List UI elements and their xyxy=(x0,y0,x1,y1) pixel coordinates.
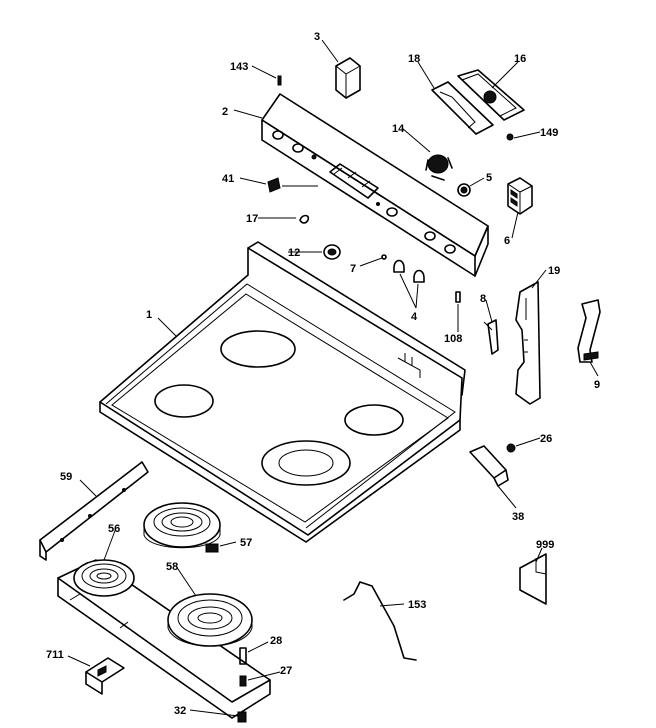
clip-41 xyxy=(267,177,281,193)
coil-burner-56 xyxy=(73,559,135,597)
callout-1: 1 xyxy=(146,309,152,321)
screw-108 xyxy=(455,291,461,303)
callout-12: 12 xyxy=(288,247,300,259)
callout-3: 3 xyxy=(314,31,320,43)
callout-143: 143 xyxy=(230,61,248,73)
screw-28 xyxy=(239,647,247,665)
callout-18: 18 xyxy=(408,53,420,65)
callout-41: 41 xyxy=(222,173,234,185)
lens-plate-18 xyxy=(431,81,494,135)
callout-7: 7 xyxy=(350,263,356,275)
nut-26 xyxy=(506,443,516,453)
callout-57: 57 xyxy=(240,537,252,549)
screw-bottom xyxy=(237,711,247,723)
control-panel xyxy=(261,93,489,277)
callout-8: 8 xyxy=(480,293,486,305)
callout-32: 32 xyxy=(174,705,186,717)
coil-burner-57 xyxy=(143,502,221,553)
side-bracket-19 xyxy=(515,281,541,405)
screw-27 xyxy=(239,675,247,687)
clip-17 xyxy=(299,214,310,224)
callout-38: 38 xyxy=(512,511,524,523)
callout-711: 711 xyxy=(46,649,64,661)
leader-lines xyxy=(67,39,599,717)
screw-149 xyxy=(506,133,514,141)
callout-4: 4 xyxy=(411,311,418,323)
callout-labels: 143 2 3 18 16 149 14 5 6 41 17 12 7 4 10… xyxy=(46,31,600,717)
callout-5: 5 xyxy=(486,172,492,184)
callout-14: 14 xyxy=(392,123,405,135)
knob-insert-5 xyxy=(457,183,471,197)
wire-rod-153 xyxy=(343,581,417,661)
callout-16: 16 xyxy=(514,53,526,65)
screw-143 xyxy=(277,75,282,86)
callout-27: 27 xyxy=(280,665,292,677)
callout-17: 17 xyxy=(246,213,258,225)
callout-58: 58 xyxy=(166,561,178,573)
screw-7 xyxy=(381,254,387,260)
callout-149: 149 xyxy=(540,127,558,139)
bracket-8 xyxy=(483,319,499,355)
callout-28: 28 xyxy=(270,635,282,647)
callout-59: 59 xyxy=(60,471,72,483)
terminal-block-6 xyxy=(507,177,533,215)
part-switch-3 xyxy=(335,57,361,99)
callout-19: 19 xyxy=(548,265,560,277)
coil-burner-58 xyxy=(167,593,253,647)
callout-26: 26 xyxy=(540,433,552,445)
bracket-38 xyxy=(469,445,509,487)
hinge-9 xyxy=(577,299,601,363)
callout-153: 153 xyxy=(408,599,426,611)
callout-2: 2 xyxy=(222,106,228,118)
callout-999: 999 xyxy=(536,539,554,551)
callout-108: 108 xyxy=(444,333,462,345)
strip-59 xyxy=(39,461,149,561)
callout-9: 9 xyxy=(594,379,600,391)
bracket-711 xyxy=(85,657,125,695)
literature-999 xyxy=(519,553,547,605)
cooktop-main-top xyxy=(99,241,466,543)
callout-6: 6 xyxy=(504,235,510,247)
callout-56: 56 xyxy=(108,523,120,535)
knobs-4 xyxy=(393,259,425,283)
infinite-switch-14 xyxy=(425,154,453,181)
knob-12 xyxy=(323,244,341,260)
timer-assembly-16 xyxy=(457,69,525,121)
